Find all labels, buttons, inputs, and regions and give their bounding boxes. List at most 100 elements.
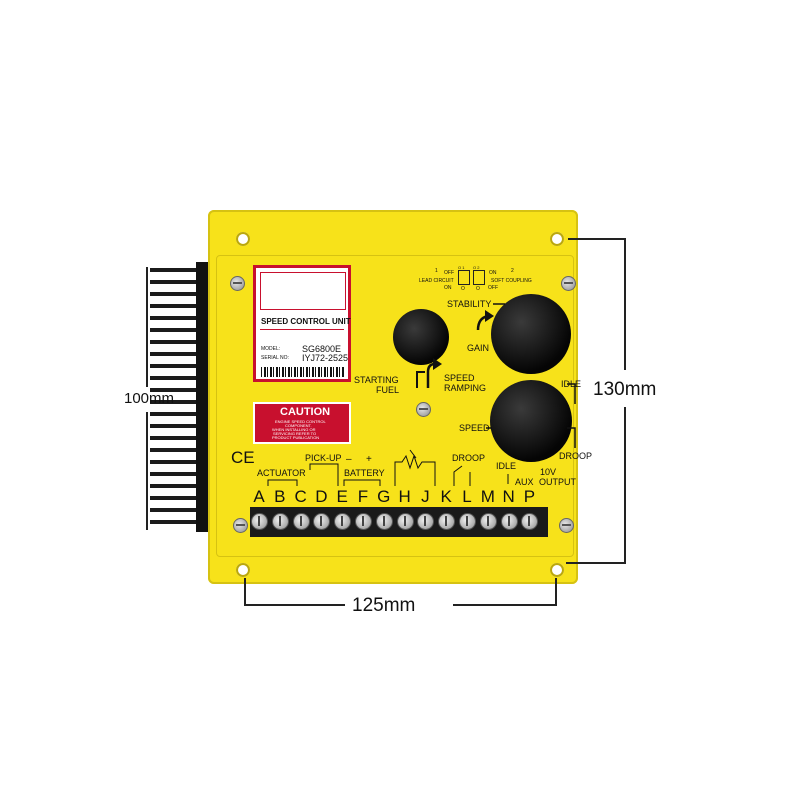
heatsink-fin <box>150 388 212 392</box>
terminal-letter-h: H <box>398 487 411 506</box>
terminal-screw-m[interactable] <box>479 513 497 530</box>
terminal-letter-e: E <box>336 487 348 506</box>
speed-ramping-label-2: RAMPING <box>444 383 487 393</box>
battery-label: BATTERY <box>344 468 385 478</box>
switch-right-num: 2 <box>511 268 514 274</box>
serial-value: IYJ72-2525 <box>302 353 349 363</box>
heatsink-fin <box>150 484 212 488</box>
terminal-screw-c[interactable] <box>292 513 310 530</box>
terminal-letter-n: N <box>502 487 515 506</box>
heatsink-fin <box>150 400 212 404</box>
heatsink-fin <box>150 292 212 296</box>
caution-title: CAUTION <box>280 406 331 418</box>
screw-bl <box>233 518 248 533</box>
heatsink-fin <box>150 448 212 452</box>
height-dimension-tick-top <box>568 238 625 240</box>
actuator-bracket <box>267 479 298 486</box>
aux-label: AUX <box>515 477 534 487</box>
switch-label-1: O 1 <box>458 265 465 270</box>
stability-gain-knob[interactable] <box>491 294 571 374</box>
panel-inner-step <box>216 255 574 557</box>
height-dimension-label: 130mm <box>593 379 657 400</box>
dip-switch-2[interactable] <box>473 270 485 285</box>
fuel-label: FUEL <box>376 385 400 395</box>
caution-line-3: WHEN INSTALLING OR <box>272 427 316 432</box>
stability-label: STABILITY <box>447 299 492 309</box>
output-label-1: 10V <box>540 467 557 477</box>
pickup-bracket <box>309 463 339 486</box>
terminal-screw-b[interactable] <box>271 513 289 530</box>
terminal-screw-d[interactable] <box>313 513 331 530</box>
heatsink-fin <box>150 412 212 416</box>
heatsink-fin <box>150 472 212 476</box>
speed-idle-droop-knob[interactable] <box>490 380 572 462</box>
width-dimension-tick-left <box>244 578 246 606</box>
width-dimension-label: 125mm <box>352 595 416 616</box>
lead-circuit-label: LEAD CIRCUIT <box>419 278 454 284</box>
heatsink-fin <box>150 376 212 380</box>
ramping-arrowhead-icon <box>433 358 442 370</box>
starting-fuel-knob[interactable] <box>393 309 449 365</box>
heatsink-fin <box>150 436 212 440</box>
serial-key: SERIAL NO: <box>261 355 289 361</box>
model-label-blank <box>260 272 346 310</box>
droop-switch-icon <box>453 465 471 486</box>
caution-line-5: PRODUCT PUBLICATION <box>272 435 320 440</box>
terminal-letter-m: M <box>480 487 495 506</box>
potentiometer-icon <box>394 454 436 486</box>
heatsink-fin <box>150 328 212 332</box>
heatsink-fin <box>150 460 212 464</box>
battery-minus-label: – <box>346 454 352 465</box>
terminal-letter-a: A <box>253 487 265 506</box>
terminal-letter-j: J <box>421 487 430 506</box>
heatsink-fin <box>150 280 212 284</box>
terminal-letter-b: B <box>274 487 286 506</box>
mounting-hole-br <box>550 563 564 577</box>
dip-switch-1[interactable] <box>458 270 470 285</box>
terminal-screw-g[interactable] <box>375 513 393 530</box>
terminal-screw-e[interactable] <box>334 513 352 530</box>
switch-left-num: 1 <box>435 268 438 274</box>
terminal-screw-f[interactable] <box>355 513 372 530</box>
terminal-letter-f: F <box>357 487 369 506</box>
terminal-screw-j[interactable] <box>417 513 435 530</box>
heatsink-fin <box>150 340 212 344</box>
screw-br <box>559 518 574 533</box>
switch-right-o: O <box>476 286 480 292</box>
battery-plus-label: + <box>366 454 372 465</box>
heatsink-fin <box>150 508 212 512</box>
droop-label: DROOP <box>559 451 593 461</box>
terminal-letter-p: P <box>523 487 536 506</box>
screw-tr <box>561 276 576 291</box>
group-brackets <box>267 449 509 486</box>
model-label-rule <box>260 329 344 330</box>
heatsink-fin <box>150 352 212 356</box>
droop-group-label: DROOP <box>452 453 486 463</box>
terminal-letter-d: D <box>315 487 328 506</box>
stability-arrowhead-icon <box>485 310 494 322</box>
terminal-screw-l[interactable] <box>459 513 476 530</box>
terminal-screw-n[interactable] <box>500 513 518 530</box>
caution-line-4: SERVICING REFER TO <box>273 431 317 436</box>
switch-left-o: O <box>461 286 465 292</box>
terminal-screw-a[interactable] <box>251 513 268 530</box>
starting-label: STARTING <box>354 375 399 385</box>
droop-bracket-icon <box>567 427 576 448</box>
pickup-label: PICK-UP <box>305 453 342 463</box>
height-dimension-line-top <box>624 238 626 370</box>
height-dimension-tick-bottom <box>566 562 626 564</box>
starting-arrow-icon <box>416 371 425 388</box>
mounting-hole-bl <box>236 563 250 577</box>
heatsink-fin <box>150 316 212 320</box>
model-label: SPEED CONTROL UNIT MODEL: SG6800E SERIAL… <box>253 265 351 382</box>
terminal-letter-g: G <box>377 487 391 506</box>
terminal-screw-h[interactable] <box>396 513 414 530</box>
model-key: MODEL: <box>261 346 281 352</box>
actuator-label: ACTUATOR <box>257 468 306 478</box>
terminal-screw-k[interactable] <box>438 513 456 530</box>
caution-line-1: ENGINE SPEED CONTROL <box>275 419 326 424</box>
speed-label: SPEED <box>459 423 490 433</box>
terminal-screw-p[interactable] <box>521 513 539 530</box>
terminal-letter-k: K <box>440 487 452 506</box>
depth-dimension-label: 100mm <box>124 390 175 407</box>
